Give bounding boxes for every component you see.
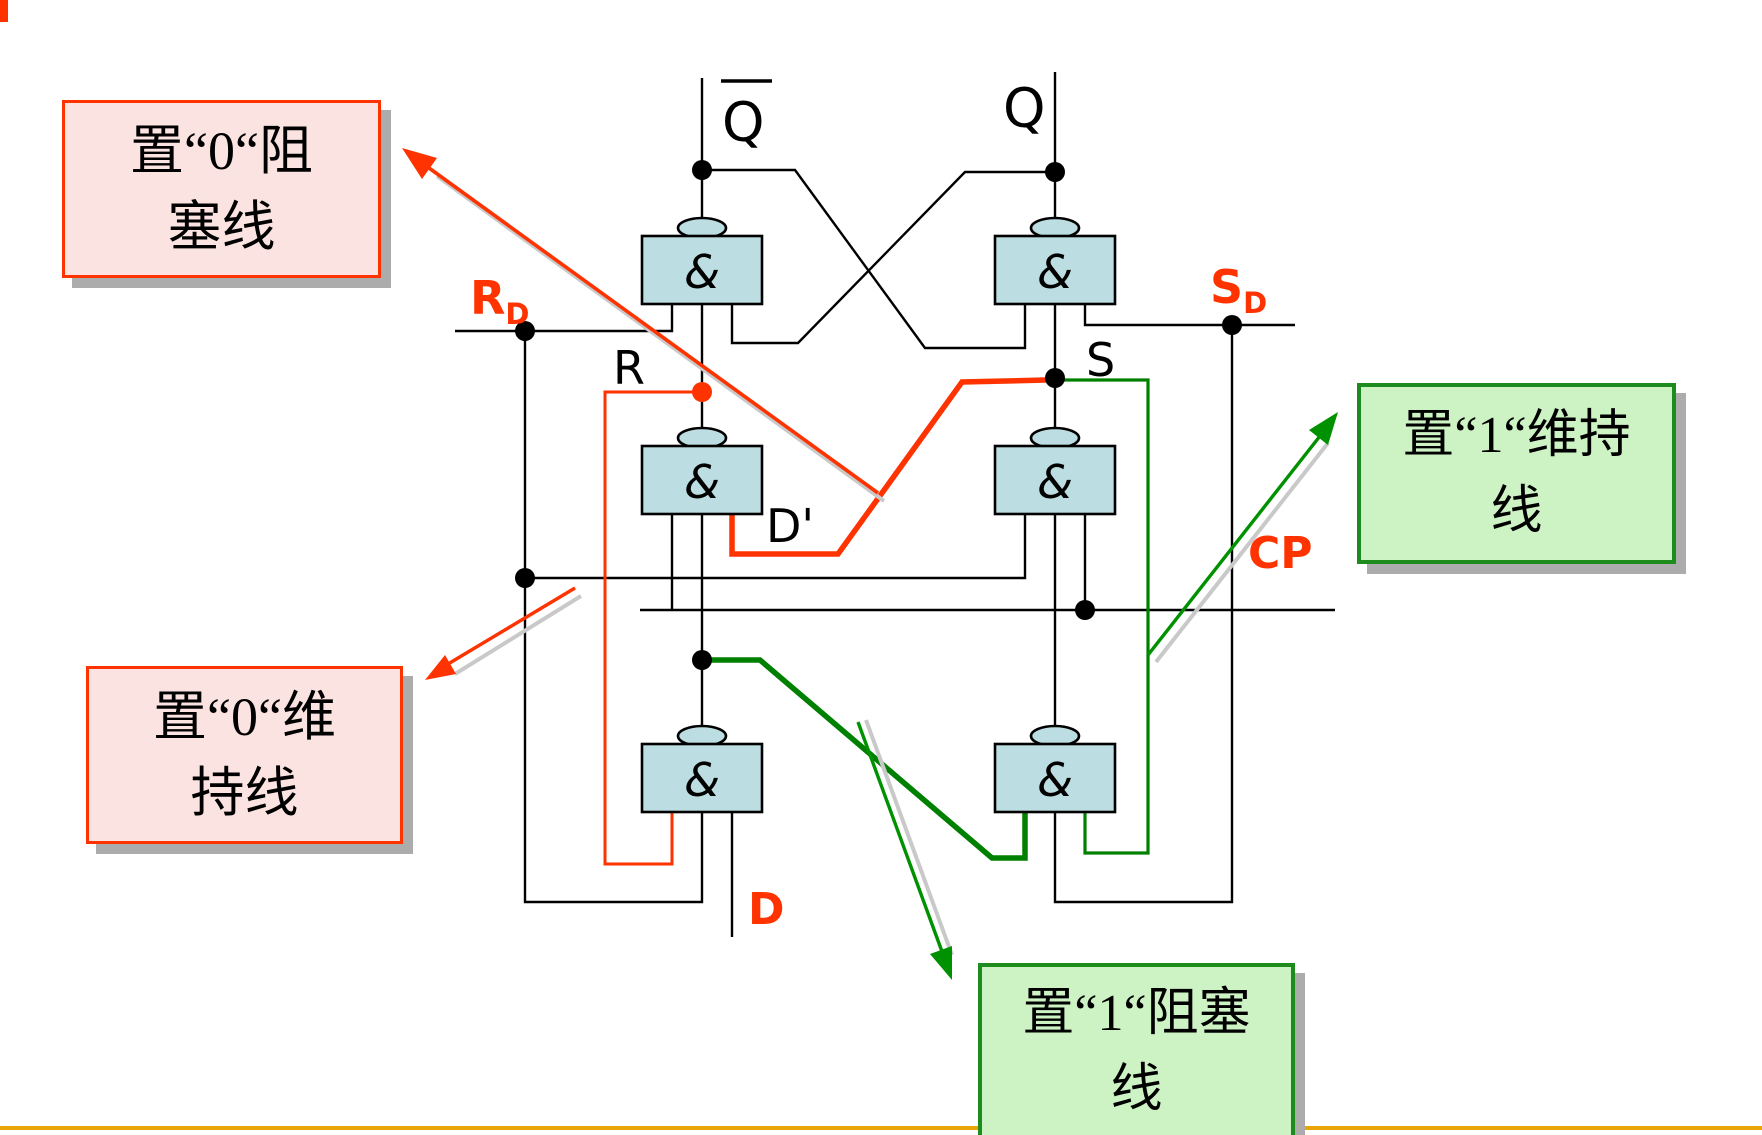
gate-3: &: [640, 426, 764, 516]
set1-maintain-wire: [1062, 378, 1150, 855]
set1-maintain-arrow: [1146, 412, 1338, 664]
green-wires: [702, 378, 1150, 861]
rd-branch-dot: [515, 568, 535, 588]
gate-6: &: [993, 724, 1117, 814]
cross-couple-qbar-to-g2: [702, 168, 1027, 350]
gate-2-symbol: &: [1037, 245, 1073, 299]
red-wires: [603, 377, 1047, 866]
callout-set1-block: 置“1“阻塞 线: [978, 963, 1295, 1135]
callout-arrows: [402, 148, 1338, 980]
callout-set0-block-line1: 置“0“阻: [130, 121, 313, 181]
sd-vertical-rail: [1053, 325, 1234, 904]
rd-node-dot: [515, 321, 535, 341]
qbar-label: Q: [722, 91, 765, 154]
callout-set1-block-line2: 线: [1110, 1061, 1163, 1118]
signal-labels: Q Q RD SD R S D' CP D: [470, 77, 1313, 935]
callout-set0-maintain: 置“0“维 持线: [86, 666, 403, 844]
junction-dots: [515, 160, 1242, 670]
cross-couple-q-to-g1: [730, 170, 1055, 345]
callout-set1-maintain-line1: 置“1“维持: [1402, 406, 1631, 464]
set1-block-wire: [702, 657, 1028, 861]
d-label: D: [748, 884, 785, 935]
gate-2: &: [993, 216, 1117, 306]
callout-set0-block-line2: 塞线: [167, 197, 276, 257]
gate-4-symbol: &: [1037, 455, 1073, 509]
nand-gates: & & & & & &: [640, 216, 1117, 814]
callout-set0-maintain-line2: 持线: [190, 763, 299, 823]
r-node-dot: [692, 382, 712, 402]
callout-set0-maintain-line1: 置“0“维: [153, 687, 336, 747]
black-wires: [455, 72, 1335, 937]
qbar-node-dot: [692, 160, 712, 180]
gate-6-symbol: &: [1037, 753, 1073, 807]
q-node-dot: [1045, 162, 1065, 182]
callout-set0-block: 置“0“阻 塞线: [62, 100, 381, 278]
set0-block-arrow: [402, 148, 886, 503]
sd-node-dot: [1222, 315, 1242, 335]
set0-maintain-arrow: [425, 586, 583, 680]
gate-5-symbol: &: [684, 753, 720, 807]
callout-set1-block-line1: 置“1“阻塞: [1022, 985, 1251, 1042]
s-label: S: [1086, 333, 1115, 387]
set0-maintain-wire: [603, 390, 702, 866]
set0-block-wire: [729, 377, 1047, 557]
dprime-node-dot: [692, 650, 712, 670]
gate-4: &: [993, 426, 1117, 516]
set1-block-arrow: [856, 719, 954, 980]
gate-1: &: [640, 216, 764, 306]
s-node-dot: [1045, 368, 1065, 388]
callout-set1-maintain: 置“1“维持 线: [1357, 383, 1676, 564]
rd-branch-to-g4: [525, 514, 1027, 580]
slide-corner-mark: [0, 0, 8, 22]
gate-5: &: [640, 724, 764, 814]
cp-label: CP: [1248, 528, 1313, 579]
r-label: R: [613, 341, 645, 395]
sd-label: SD: [1210, 260, 1267, 320]
gate-1-symbol: &: [684, 245, 720, 299]
slide-bottom-rule: [0, 1126, 1762, 1130]
rd-label: RD: [470, 271, 530, 331]
cp-junction-dot: [1075, 600, 1095, 620]
dprime-label: D': [766, 499, 814, 553]
gate-3-symbol: &: [684, 455, 720, 509]
callout-set1-maintain-line2: 线: [1490, 482, 1543, 540]
q-label: Q: [1003, 77, 1046, 140]
